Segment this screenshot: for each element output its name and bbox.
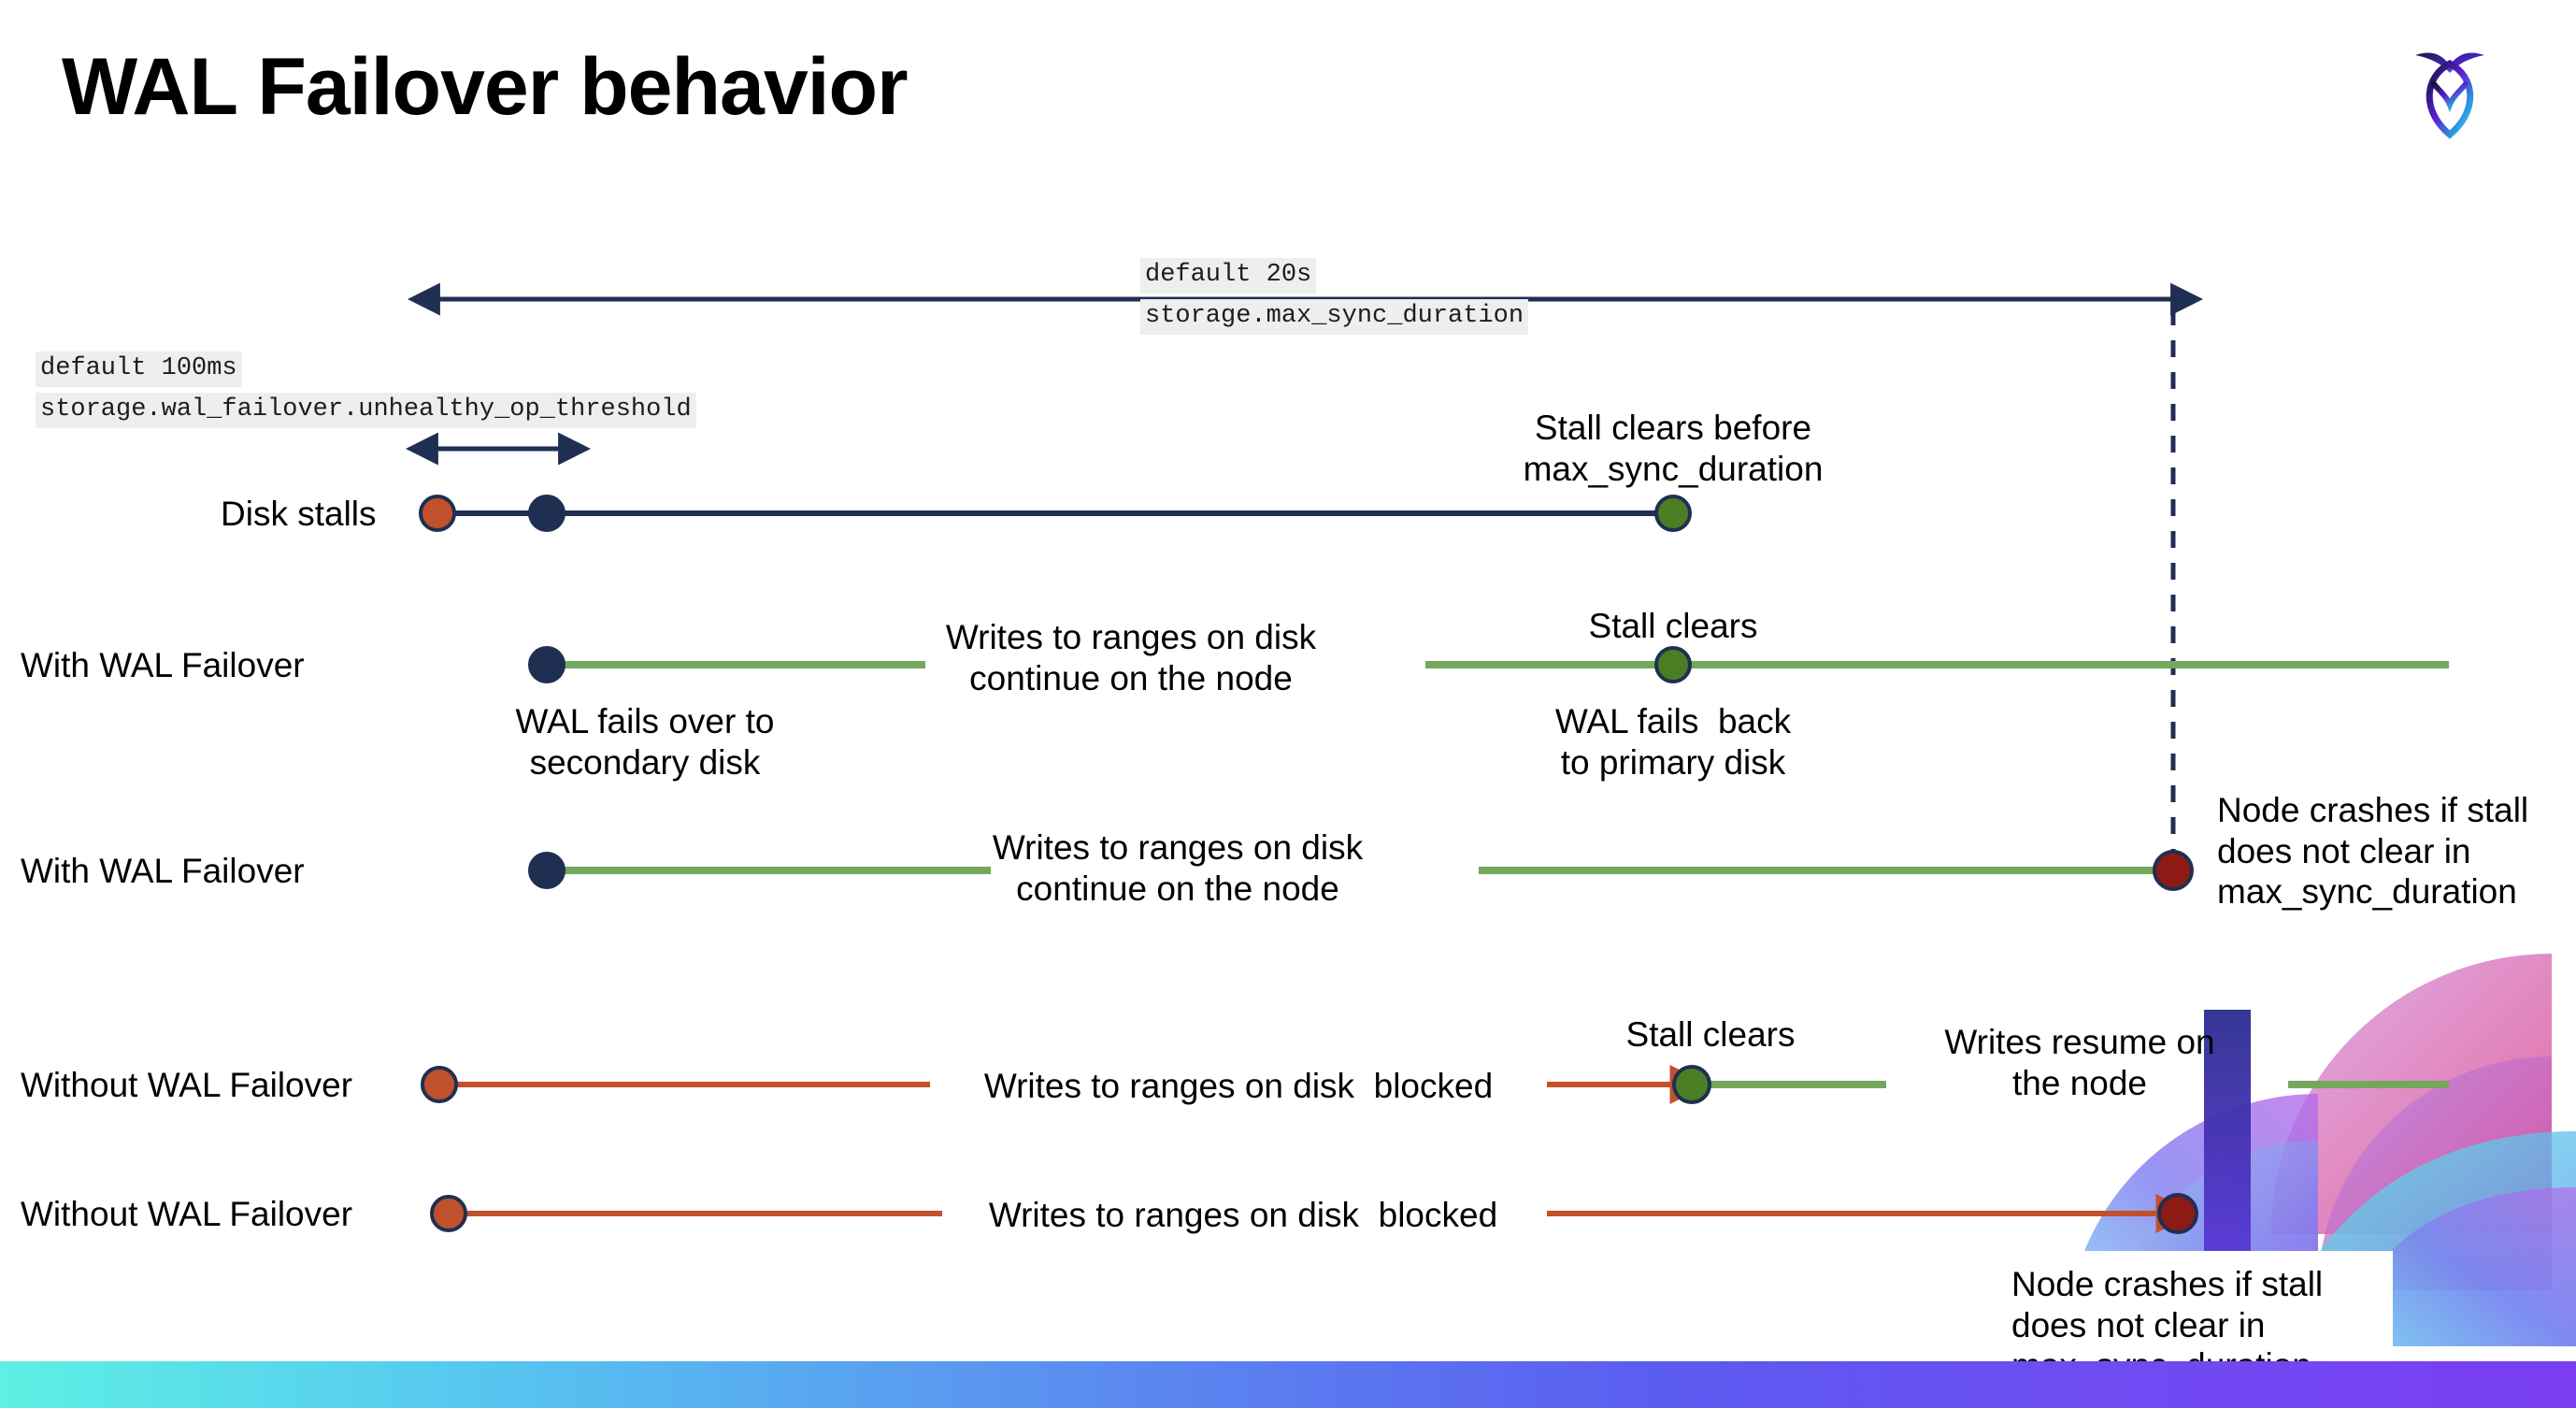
page-title: WAL Failover behavior (62, 42, 909, 132)
cockroachdb-logo (2389, 30, 2511, 142)
annotation-writes-blocked-2: Writes to ranges on disk blocked (988, 1196, 1498, 1234)
row-disk-stalls-timeline (419, 495, 1692, 532)
annotation-node-crashes-1: Node crashes if stall does not clear in … (2217, 791, 2529, 912)
row-with-wal-failover-crash-timeline (528, 850, 2194, 891)
annotation-writes-continue-2: Writes to ranges on disk continue on the… (992, 828, 1364, 908)
max-sync-duration-setting: storage.max_sync_duration (1140, 299, 1529, 335)
unhealthy-op-threshold-setting: storage.wal_failover.unhealthy_op_thresh… (36, 393, 696, 428)
annotation-writes-continue-1: Writes to ranges on disk continue on the… (945, 618, 1317, 697)
row-without-wal-failover-crash-timeline (430, 1193, 2198, 1234)
row-label-with-wal-failover-2: With WAL Failover (21, 852, 305, 890)
annotation-stall-clears-2: Stall clears (1625, 1015, 1796, 1054)
unhealthy-op-threshold-default: default 100ms (36, 352, 242, 387)
row-without-wal-failover-clears-timeline (421, 1065, 2449, 1104)
row-label-without-wal-failover-2: Without WAL Failover (21, 1195, 353, 1233)
annotation-writes-blocked-1: Writes to ranges on disk blocked (983, 1067, 1494, 1105)
row-label-with-wal-failover-1: With WAL Failover (21, 646, 305, 684)
row-label-without-wal-failover-1: Without WAL Failover (21, 1066, 353, 1104)
max-sync-duration-default: default 20s (1140, 258, 1317, 294)
annotation-wal-fails-over: WAL fails over to secondary disk (515, 702, 775, 782)
annotation-stall-clears-1: Stall clears (1588, 607, 1758, 645)
row-label-disk-stalls: Disk stalls (221, 495, 377, 533)
annotation-stall-clears-before-max: Stall clears before max_sync_duration (1523, 409, 1824, 488)
annotation-wal-fails-back: WAL fails back to primary disk (1554, 702, 1792, 782)
annotation-writes-resume: Writes resume on the node (1944, 1023, 2215, 1102)
bottom-gradient-bar (0, 1361, 2576, 1408)
row-with-wal-failover-clears-timeline (528, 646, 2449, 683)
